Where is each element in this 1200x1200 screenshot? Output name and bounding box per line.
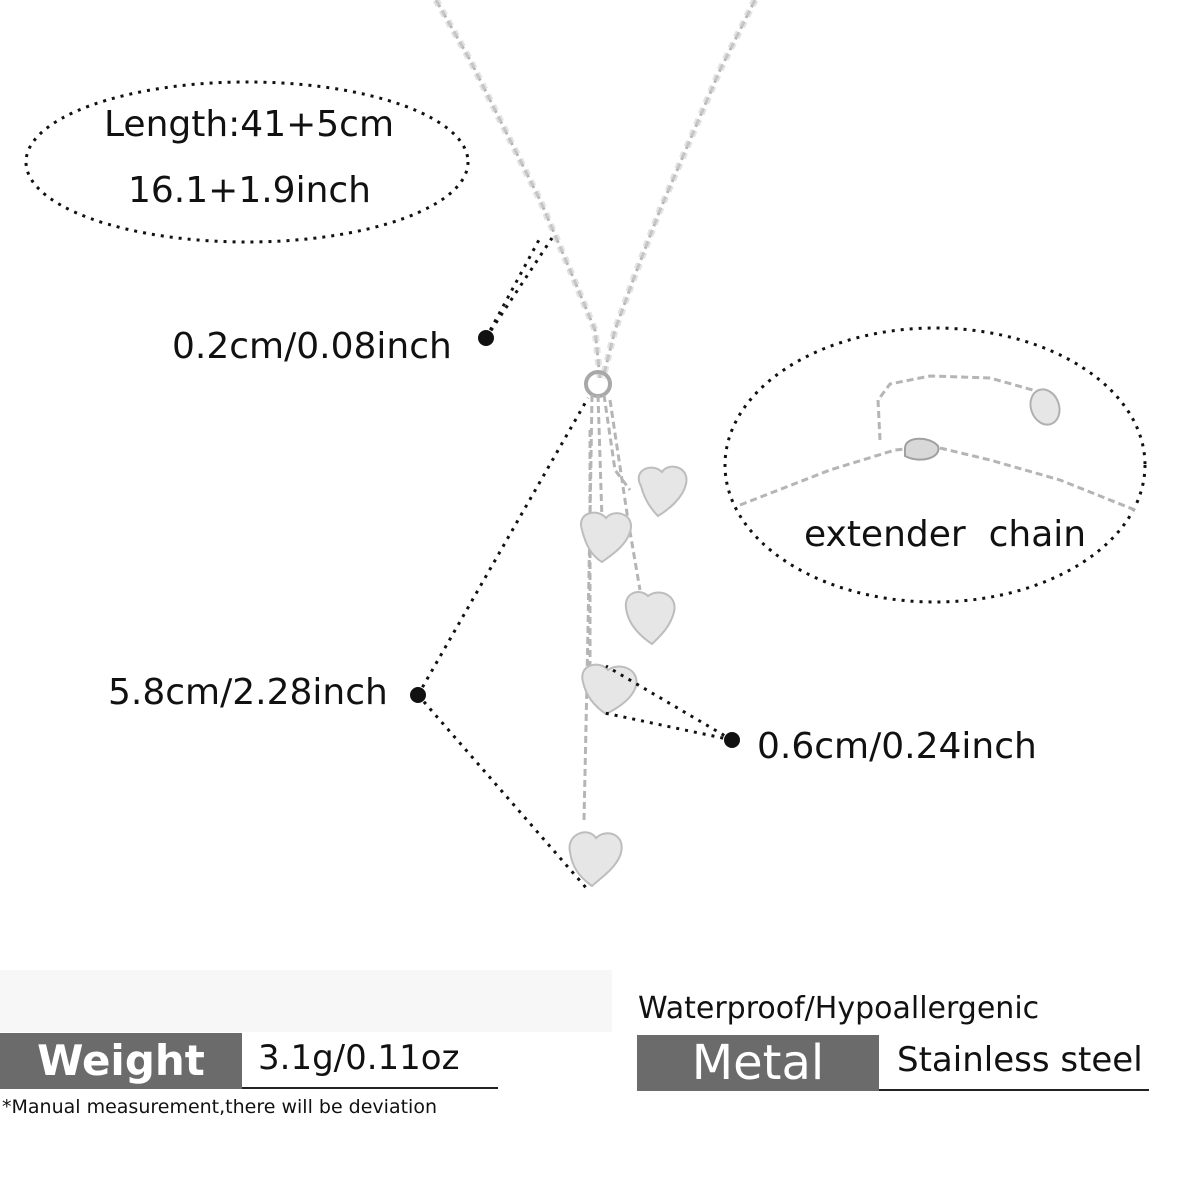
heart-pendant-5 (568, 831, 623, 888)
measurement-note: *Manual measurement,there will be deviat… (2, 1096, 437, 1118)
measurement-pointers (416, 237, 733, 891)
heart-pendant-3 (624, 591, 676, 646)
heart-pointer-dot (724, 732, 740, 748)
heart-pendant-2 (579, 511, 633, 564)
chain-thickness-label: 0.2cm/0.08inch (172, 326, 452, 367)
drop-pointer-dot (410, 687, 426, 703)
length-cm-label: Length:41+5cm (104, 104, 395, 145)
length-callout-ellipse (24, 80, 470, 244)
extender-chain-detail (739, 374, 1136, 512)
extender-chain-label: extender chain (804, 514, 1087, 555)
extender-callout-ellipse (723, 326, 1147, 604)
length-inch-label: 16.1+1.9inch (128, 170, 371, 211)
thickness-pointer-dot (478, 330, 494, 346)
heart-pendants (568, 465, 688, 888)
features-text: Waterproof/Hypoallergenic (638, 991, 1040, 1026)
weight-value: 3.1g/0.11oz (258, 1038, 460, 1078)
metal-label-box: Metal (637, 1035, 879, 1091)
heart-size-label: 0.6cm/0.24inch (757, 726, 1037, 767)
metal-underline (879, 1089, 1149, 1091)
extender-clasp (904, 437, 940, 461)
metal-value: Stainless steel (897, 1040, 1143, 1080)
heart-pendant-4 (581, 663, 638, 716)
weight-underline (242, 1087, 498, 1089)
spec-background-panel (0, 970, 612, 1032)
pendant-drop-label: 5.8cm/2.28inch (108, 672, 388, 713)
necklace-chain (432, 0, 759, 379)
heart-pendant-1 (637, 465, 688, 518)
extender-tag (1029, 388, 1061, 426)
weight-label-box: Weight (0, 1033, 242, 1089)
